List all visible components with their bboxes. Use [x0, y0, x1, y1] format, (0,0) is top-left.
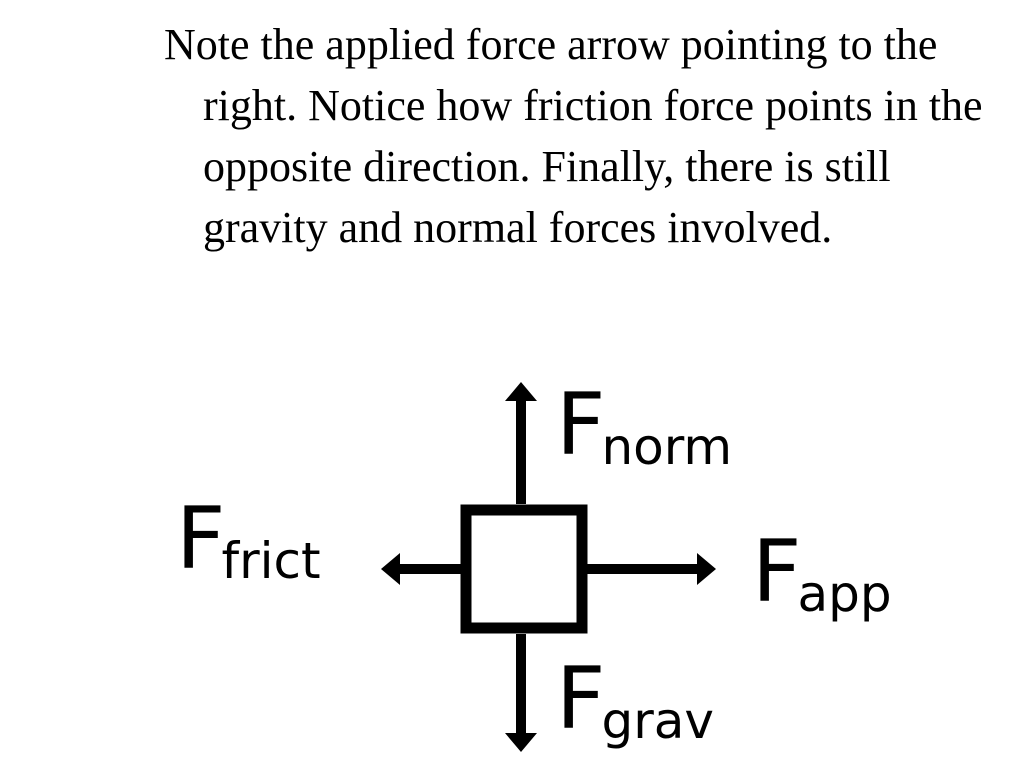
- slide-text-block: Note the applied force arrow pointing to…: [164, 14, 1016, 258]
- normal-force-label: Fnorm: [556, 382, 732, 472]
- normal-force-subscript: norm: [601, 418, 733, 476]
- object-box: [460, 504, 588, 634]
- gravity-force-subscript: grav: [601, 692, 714, 750]
- applied-force-symbol: F: [752, 522, 802, 622]
- friction-force-arrow: [381, 553, 461, 585]
- gravity-force-arrow: [505, 634, 537, 752]
- friction-force-subscript: frict: [221, 532, 321, 590]
- slide-paragraph: Note the applied force arrow pointing to…: [164, 20, 983, 252]
- friction-force-symbol: F: [176, 489, 226, 589]
- gravity-force-label: Fgrav: [556, 656, 714, 746]
- normal-force-arrow: [505, 382, 537, 504]
- applied-force-label: Fapp: [752, 529, 892, 619]
- gravity-force-symbol: F: [556, 649, 606, 749]
- normal-force-symbol: F: [556, 375, 606, 475]
- applied-force-arrow: [587, 553, 716, 585]
- applied-force-subscript: app: [797, 565, 892, 623]
- friction-force-label: Ffrict: [176, 496, 321, 586]
